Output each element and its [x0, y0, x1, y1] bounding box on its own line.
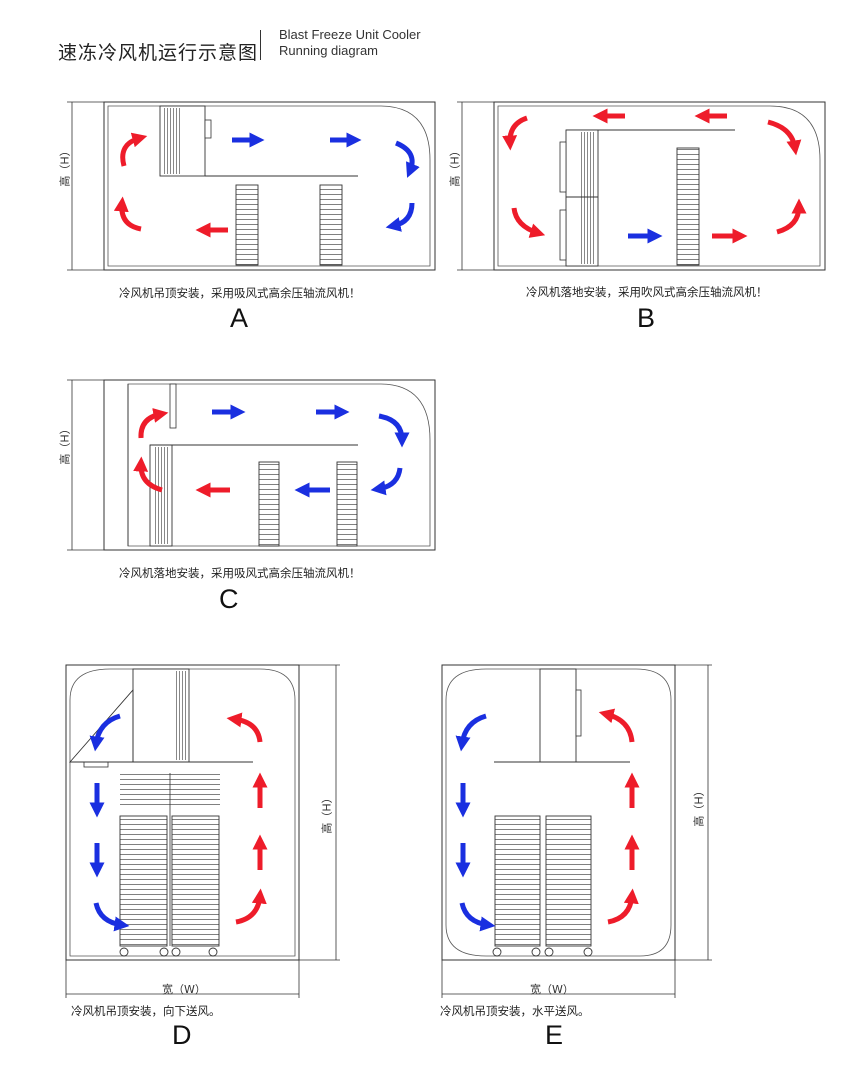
- diagram-letter-b: B: [637, 303, 656, 333]
- caption-d: 冷风机吊顶安装，向下送风。: [71, 1004, 221, 1018]
- diagram-b: [457, 101, 826, 271]
- width-label-d: 宽（W）: [162, 983, 206, 996]
- diagram-title-cn: 速冻冷风机运行示意图: [58, 42, 259, 64]
- title-separator: [260, 30, 261, 60]
- diagram-letter-e: E: [545, 1020, 564, 1050]
- diagram-letter-a: A: [230, 303, 249, 333]
- diagram-letter-c: C: [219, 584, 239, 614]
- caption-c: 冷风机落地安装，采用吸风式高余压轴流风机！: [119, 566, 361, 580]
- diagram-title-en-line2: Running diagram: [279, 43, 379, 58]
- diagram-letter-d: D: [172, 1020, 192, 1050]
- height-label-a: 高（H）: [58, 145, 72, 187]
- diagram-a: [67, 101, 436, 271]
- caption-a: 冷风机吊顶安装，采用吸风式高余压轴流风机！: [119, 286, 361, 300]
- caption-e: 冷风机吊顶安装，水平送风。: [440, 1004, 590, 1018]
- height-label-e: 高（H）: [692, 785, 706, 827]
- diagram-d: [65, 664, 340, 998]
- diagram-e: [441, 664, 712, 998]
- diagram-c: [67, 379, 436, 551]
- diagram-title-en-line1: Blast Freeze Unit Cooler: [279, 27, 421, 42]
- height-label-c: 高（H）: [58, 423, 72, 465]
- height-label-b: 高（H）: [448, 145, 462, 187]
- caption-b: 冷风机落地安装，采用吹风式高余压轴流风机！: [526, 285, 768, 299]
- width-label-e: 宽（W）: [530, 983, 574, 996]
- height-label-d: 高（H）: [320, 792, 334, 834]
